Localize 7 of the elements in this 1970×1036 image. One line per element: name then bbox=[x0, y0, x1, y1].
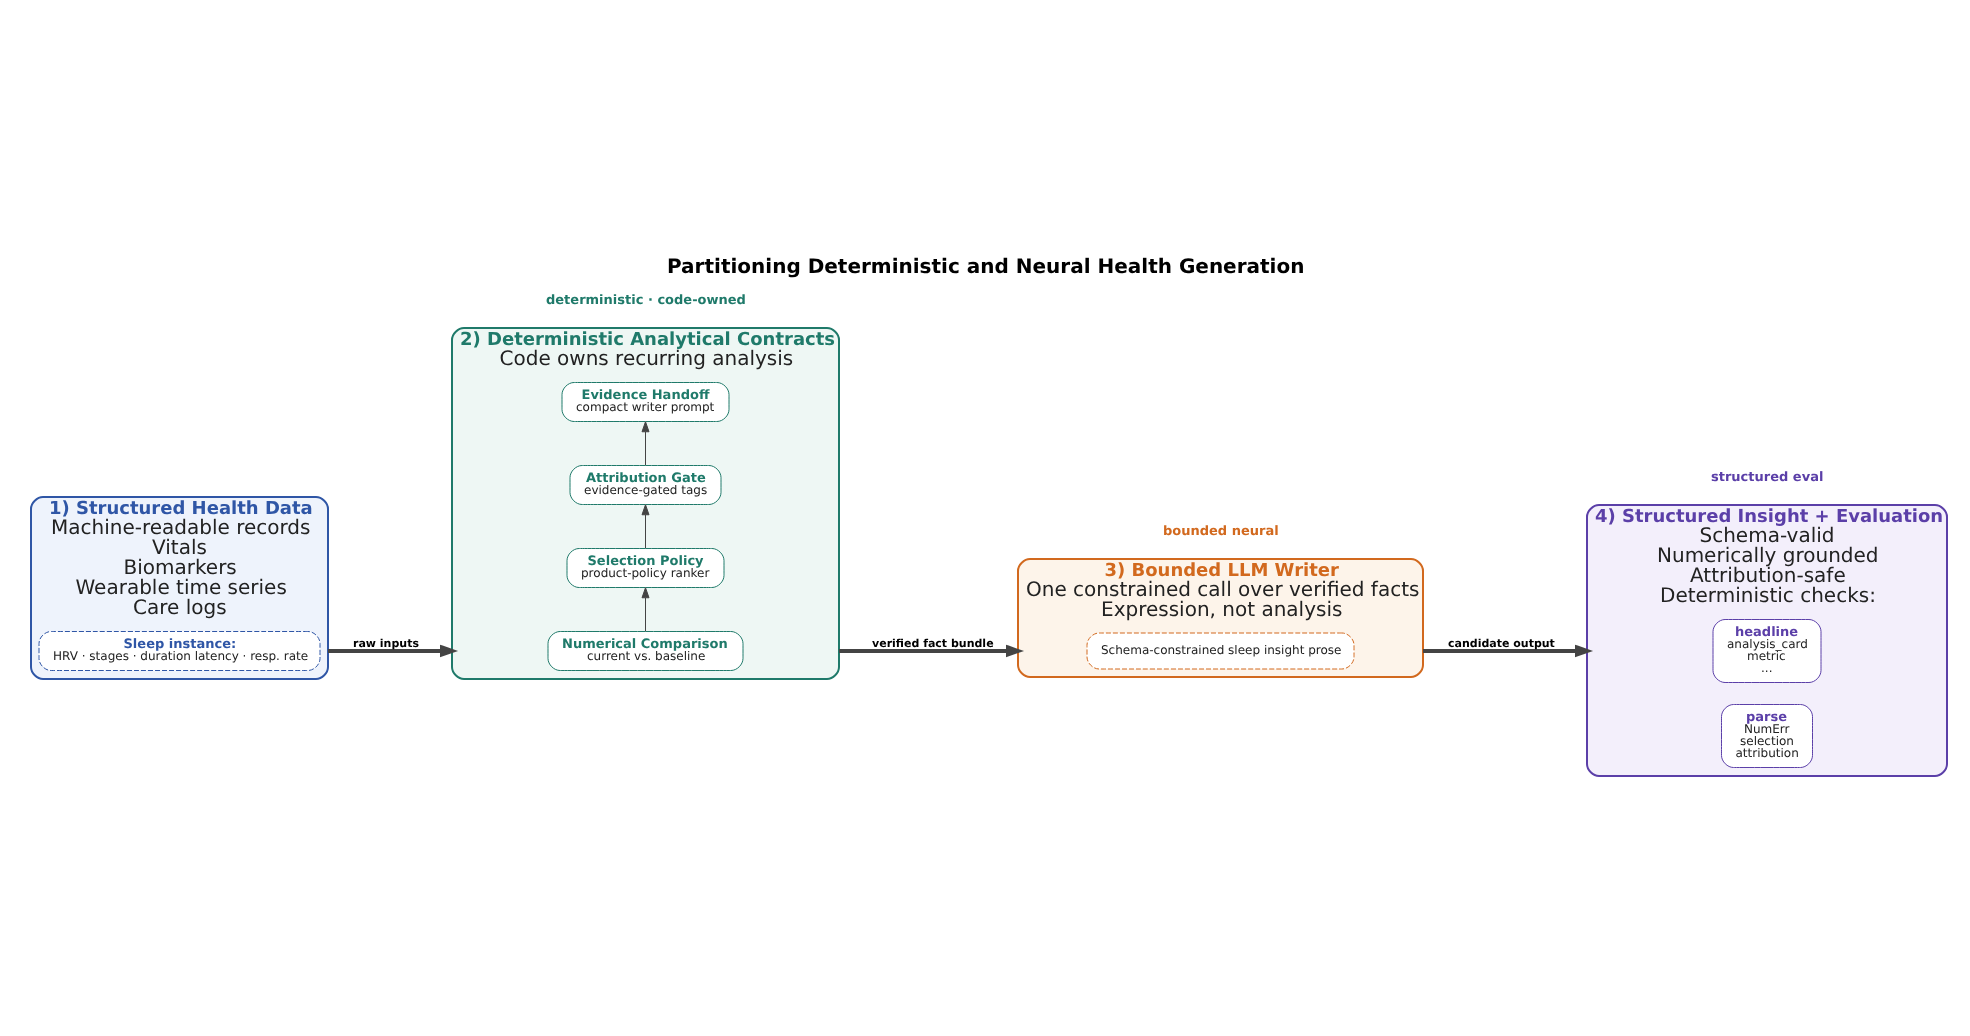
arrow bbox=[641, 420, 650, 465]
arrow bbox=[641, 586, 650, 631]
arrow bbox=[839, 643, 1025, 657]
arrow bbox=[641, 503, 650, 548]
arrow bbox=[1423, 643, 1594, 657]
arrow bbox=[328, 643, 459, 657]
diagram-title: Partitioning Deterministic and Neural Health Generation bbox=[667, 256, 1305, 278]
